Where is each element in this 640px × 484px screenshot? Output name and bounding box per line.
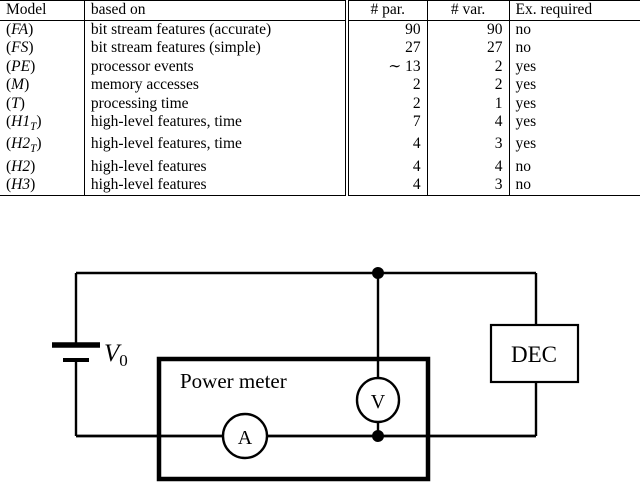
column-header-num-params: # par. (346, 0, 428, 21)
table: Model based on # par. # var. Ex. require… (0, 0, 640, 196)
cell-based-on: processor events (84, 57, 349, 76)
cell-model: (M) (0, 76, 85, 95)
cell-ex-required: no (509, 176, 640, 196)
cell-model: (H2T) (0, 135, 85, 158)
voltage-source-symbol (52, 342, 100, 362)
ammeter-label: A (238, 427, 253, 449)
power-meter-box (156, 356, 431, 482)
cell-model: (H1T) (0, 113, 85, 136)
cell-ex-required: yes (515, 57, 537, 75)
table-header: Model based on # par. # var. Ex. require… (0, 0, 640, 21)
column-header-based-on: based on (84, 0, 349, 21)
cell-num-vars: 2 (427, 57, 510, 76)
cell-based-on: high-level features (84, 157, 349, 176)
cell-based-on: processing time (84, 94, 349, 113)
cell-num-vars: 1 (427, 94, 510, 113)
junction-dot-top (372, 267, 384, 279)
voltmeter-label: V (371, 391, 386, 413)
cell-based-on: high-level features (84, 176, 349, 196)
cell-model: (H2) (0, 157, 85, 176)
table-header-row: Model based on # par. # var. Ex. require… (0, 0, 640, 21)
cell-based-on: bit stream features (simple) (84, 39, 349, 58)
measurement-setup-circuit-diagram: V0 Power meter A V DEC (0, 234, 640, 484)
cell-based-on: bit stream features (accurate) (84, 20, 349, 39)
cell-num-params: 4 (346, 135, 428, 158)
cell-num-vars: 3 (427, 135, 510, 158)
cell-ex-required: yes (515, 113, 537, 130)
column-header-model: Model (0, 0, 85, 21)
voltage-source-label: V0 (104, 340, 128, 370)
cell-num-vars: 2 (427, 76, 510, 95)
cell-num-params: 90 (346, 20, 428, 39)
cell-num-vars: 3 (427, 176, 510, 196)
junction-dot-bottom (372, 430, 384, 442)
cell-num-vars: 4 (427, 157, 510, 176)
cell-num-params: 4 (346, 176, 428, 196)
cell-based-on: high-level features, time (84, 135, 349, 158)
cell-num-vars: 27 (427, 39, 510, 58)
column-header-ex-required: Ex. required (509, 0, 640, 21)
cell-num-params: 4 (346, 157, 428, 176)
cell-ex-required: no (515, 39, 532, 56)
cell-model: (FA) (0, 20, 85, 39)
cell-num-vars: 90 (427, 20, 510, 39)
cell-model: (FS) (0, 39, 85, 58)
cell-num-vars: 4 (427, 113, 510, 136)
dec-box (489, 323, 580, 384)
cell-ex-required: no (515, 157, 532, 175)
cell-num-params: ∼ 13 (346, 57, 428, 76)
cell-based-on: high-level features, time (84, 113, 349, 136)
cell-ex-required: yes (515, 76, 537, 93)
dec-label: DEC (511, 342, 557, 367)
cell-num-params: 7 (346, 113, 428, 136)
voltmeter-symbol (355, 376, 401, 424)
cell-num-params: 2 (346, 76, 428, 95)
cell-ex-required: yes (515, 94, 537, 112)
ammeter-symbol (221, 412, 269, 460)
cell-model: (PE) (0, 57, 85, 76)
column-header-num-vars: # var. (427, 0, 510, 21)
cell-based-on: memory accesses (84, 76, 349, 95)
power-meter-label: Power meter (180, 369, 287, 393)
cell-num-params: 2 (346, 94, 428, 113)
cell-ex-required: no (515, 20, 532, 38)
cell-num-params: 27 (346, 39, 428, 58)
cell-model: (T) (0, 94, 85, 113)
cell-ex-required: yes (515, 135, 537, 153)
model-comparison-table: Model based on # par. # var. Ex. require… (0, 0, 640, 196)
cell-model: (H3) (0, 176, 85, 196)
